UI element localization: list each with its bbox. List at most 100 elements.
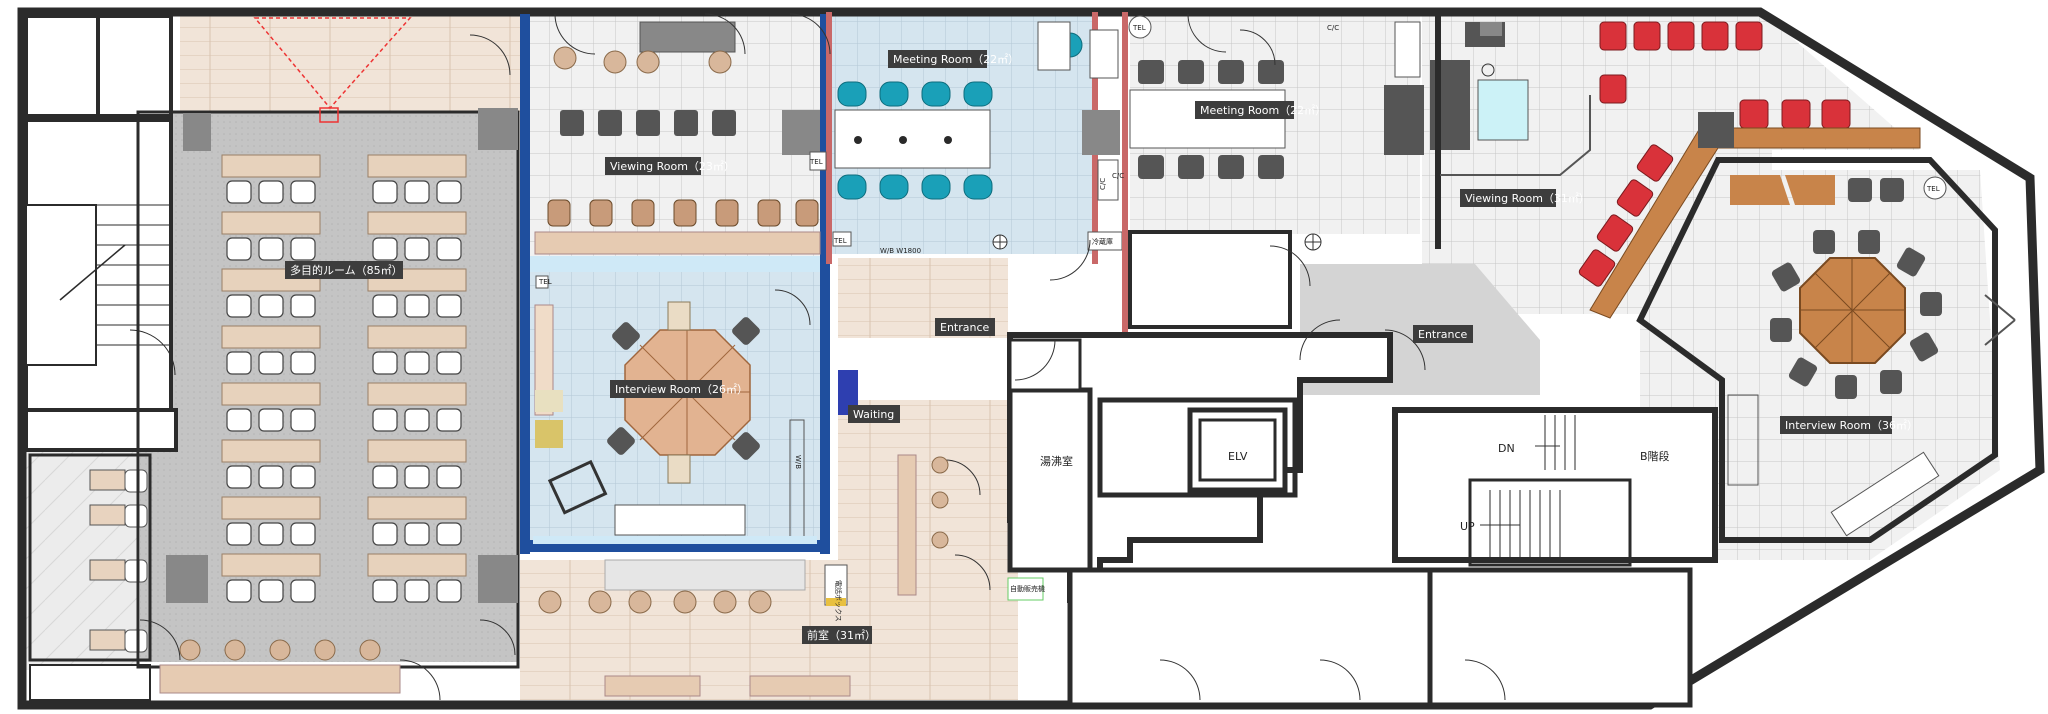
chair xyxy=(404,237,430,261)
chair xyxy=(226,180,252,204)
chair xyxy=(436,294,462,318)
cc-label: C/C xyxy=(1327,24,1339,32)
chair xyxy=(226,465,252,489)
chair xyxy=(372,294,398,318)
label-multipurpose: 多目的ルーム（85㎡） xyxy=(290,263,403,277)
label-entrance-right: Entrance xyxy=(1418,328,1468,341)
chair xyxy=(226,522,252,546)
whiteboard-label: W/B W1800 xyxy=(880,247,921,255)
label-kitchenette: 湯沸室 xyxy=(1040,454,1073,468)
label-anteroom: 前室（31㎡） xyxy=(807,628,876,642)
viewing-room-right xyxy=(1430,14,1851,249)
label-cc-3: C/C xyxy=(1112,172,1124,180)
chair xyxy=(372,522,398,546)
desk xyxy=(221,496,321,520)
label-meeting-left: Meeting Room（22㎡） xyxy=(893,53,1019,66)
chair xyxy=(258,465,284,489)
chair xyxy=(226,408,252,432)
chair xyxy=(258,294,284,318)
chair xyxy=(226,351,252,375)
desk xyxy=(221,439,321,463)
chair xyxy=(290,237,316,261)
chair xyxy=(226,237,252,261)
chair xyxy=(404,522,430,546)
chair xyxy=(258,522,284,546)
chair xyxy=(436,522,462,546)
chair xyxy=(258,180,284,204)
wood-counter xyxy=(1578,112,1921,319)
label-stair-b: B階段 xyxy=(1640,449,1670,463)
tel-label: TEL xyxy=(809,158,823,166)
chair xyxy=(372,237,398,261)
label-stairs-down: DN xyxy=(1498,442,1515,455)
chair xyxy=(226,294,252,318)
label-elevator: ELV xyxy=(1228,450,1248,463)
cc-label: C/C xyxy=(1099,178,1107,190)
chair xyxy=(404,579,430,603)
building-core xyxy=(1007,230,1718,708)
vending-label: 自動販売機 xyxy=(1010,584,1045,593)
fridge-label: 冷蔵庫 xyxy=(1092,237,1113,246)
label-entrance-left: Entrance xyxy=(940,321,990,334)
chair xyxy=(372,579,398,603)
chair xyxy=(436,465,462,489)
chair xyxy=(226,579,252,603)
desk xyxy=(221,211,321,235)
desk xyxy=(367,553,467,577)
chair xyxy=(290,465,316,489)
label-waiting: Waiting xyxy=(853,408,894,421)
chair xyxy=(436,237,462,261)
multipurpose-room xyxy=(136,17,520,694)
desk xyxy=(367,496,467,520)
chair xyxy=(372,408,398,432)
interview-room-right: TEL xyxy=(1636,157,2016,543)
tel-label: TEL xyxy=(833,237,847,245)
phone-desk-label: 電話ボックス xyxy=(834,580,843,622)
tel-label: TEL xyxy=(1926,185,1940,193)
chair xyxy=(404,180,430,204)
chair xyxy=(436,180,462,204)
label-viewing-left: Viewing Room（23㎡） xyxy=(610,160,735,173)
desk xyxy=(367,439,467,463)
chair xyxy=(404,465,430,489)
chair xyxy=(436,579,462,603)
tel-label: TEL xyxy=(538,278,552,286)
chair xyxy=(436,351,462,375)
label-interview-left: Interview Room（26㎡） xyxy=(615,383,748,396)
label-meeting-right: Meeting Room（22㎡） xyxy=(1200,104,1326,117)
chair xyxy=(372,465,398,489)
chair xyxy=(404,294,430,318)
desk xyxy=(367,382,467,406)
chair xyxy=(290,522,316,546)
desk xyxy=(367,211,467,235)
desk xyxy=(221,553,321,577)
chair xyxy=(404,351,430,375)
label-interview-right: Interview Room（36㎡） xyxy=(1785,419,1918,432)
chair xyxy=(290,294,316,318)
desk xyxy=(221,325,321,349)
meeting-room-left: C/C TEL TEL W/B W1800 冷蔵庫 xyxy=(809,12,1123,264)
chair xyxy=(436,408,462,432)
chair xyxy=(290,579,316,603)
chair xyxy=(258,237,284,261)
wb-label: W/B xyxy=(794,455,802,469)
chair xyxy=(258,579,284,603)
room-labels: 多目的ルーム（85㎡） Viewing Room（23㎡） Meeting Ro… xyxy=(285,50,1918,644)
chair xyxy=(290,408,316,432)
chair xyxy=(404,408,430,432)
desk xyxy=(367,325,467,349)
chair xyxy=(290,180,316,204)
chair xyxy=(372,351,398,375)
chair xyxy=(258,351,284,375)
label-stairs-up: UP xyxy=(1460,520,1475,533)
tel-label: TEL xyxy=(1132,24,1146,32)
desk xyxy=(221,154,321,178)
label-viewing-right: Viewing Room（31㎡） xyxy=(1465,192,1590,205)
chair xyxy=(290,351,316,375)
desk xyxy=(367,154,467,178)
left-stair-core xyxy=(24,14,178,701)
chair xyxy=(372,180,398,204)
desk xyxy=(221,382,321,406)
chair xyxy=(258,408,284,432)
